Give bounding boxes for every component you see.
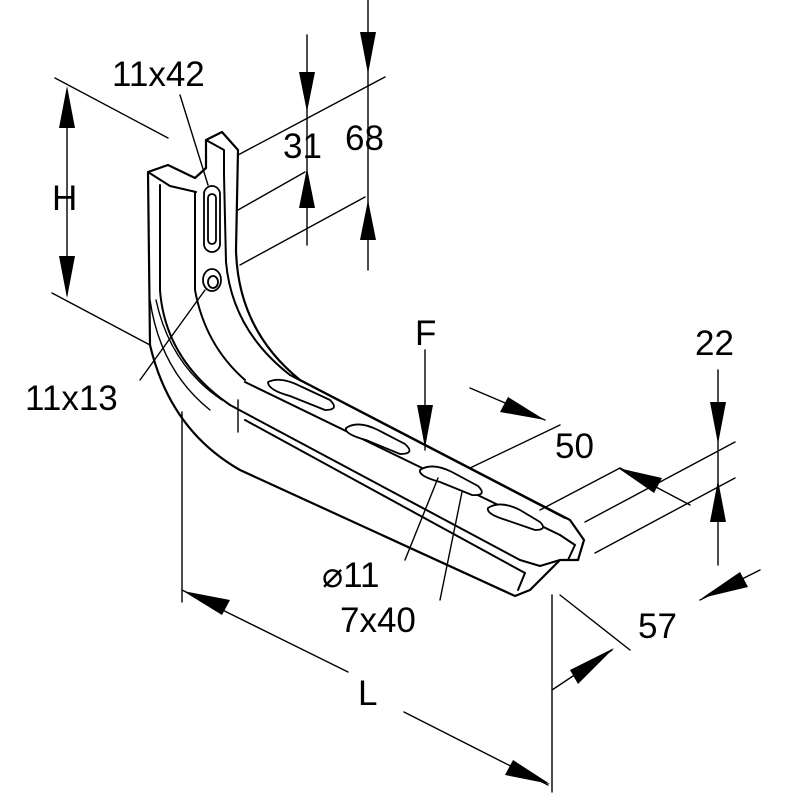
arm-slot — [486, 503, 544, 531]
dimension-lines — [51, 0, 761, 793]
arrow-down-icon — [59, 256, 75, 298]
label-slot-small: 11x13 — [25, 379, 118, 418]
small-slot-11x13 — [202, 268, 222, 292]
wall-bracket-body — [146, 130, 586, 598]
arm-slots — [267, 378, 544, 531]
label-force: F — [415, 314, 436, 353]
label-length: L — [358, 674, 377, 713]
arrow-left-icon — [702, 572, 748, 598]
arrow-up-icon — [299, 168, 315, 208]
label-slot-top: 11x42 — [112, 55, 205, 94]
arm-slot — [418, 465, 483, 496]
arrow-down-icon — [710, 402, 726, 444]
arm-slot — [267, 378, 335, 411]
label-dim-22: 22 — [695, 324, 734, 363]
arrow-down-icon — [299, 72, 315, 112]
label-height: H — [52, 179, 77, 218]
arrow-up-icon — [710, 480, 726, 522]
arrow-right-icon — [500, 397, 545, 420]
dimension-labels: 11x42 H 31 68 11x13 F 22 50 ⌀11 7x40 57 … — [25, 55, 734, 713]
arrow-left-icon — [618, 468, 662, 493]
top-slot-11x42 — [203, 185, 221, 253]
label-slot-bottom: 7x40 — [340, 601, 416, 640]
label-dim-68: 68 — [345, 119, 384, 158]
arrow-left-icon — [183, 591, 230, 615]
arrow-right-icon — [505, 760, 550, 784]
arrow-up-icon — [360, 200, 376, 240]
dimension-arrows — [59, 32, 748, 784]
label-dim-31: 31 — [283, 127, 322, 166]
arrow-up-icon — [59, 86, 75, 128]
arm-slot — [344, 423, 411, 455]
arrow-right-icon — [570, 648, 614, 684]
label-dim-57: 57 — [638, 607, 677, 646]
label-hole-diameter: ⌀11 — [322, 556, 379, 595]
arrow-down-icon — [417, 405, 433, 448]
arrow-down-icon — [360, 32, 376, 74]
label-dim-50: 50 — [555, 427, 594, 466]
